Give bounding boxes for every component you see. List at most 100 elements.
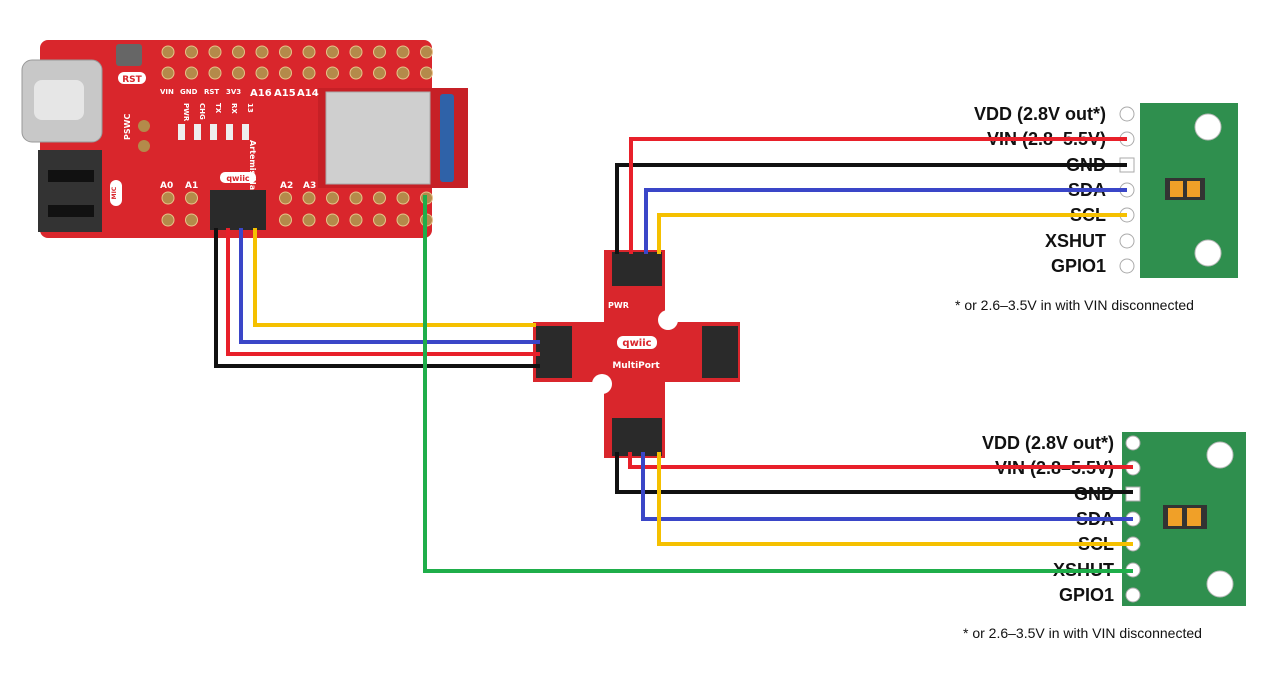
sensor-2-footnote: * or 2.6–3.5V in with VIN disconnected (963, 625, 1202, 641)
led-label: TX (214, 103, 222, 114)
header-pin (396, 213, 410, 227)
pin-pad (1125, 435, 1141, 451)
pin-pad (1125, 587, 1141, 603)
header-pin (161, 66, 175, 80)
connector-left (536, 326, 572, 378)
header-pin (161, 191, 175, 205)
sensor-1-pin-label: VDD (2.8V out*) (974, 104, 1106, 124)
pin-pad (1119, 258, 1135, 274)
sensor-2-pin-label: GPIO1 (1059, 585, 1114, 605)
pin-pad (1119, 233, 1135, 249)
connector-top (612, 252, 662, 286)
pin-label-a15: A15 (274, 88, 296, 99)
header-pin (326, 213, 339, 227)
wire-xshut-s2 (423, 195, 1133, 573)
header-pin (255, 66, 269, 80)
wire-sda-s1 (644, 188, 1127, 254)
header-pins-top (161, 45, 433, 80)
qwiic-logo: qwiic (622, 338, 651, 349)
pin-pad (1119, 106, 1135, 122)
antenna (440, 94, 454, 182)
wire-sda-s2 (641, 452, 1133, 521)
pin-label-a1: A1 (185, 181, 198, 191)
header-pin (420, 45, 433, 59)
header-pin (302, 45, 316, 59)
pin-label-a3: A3 (303, 181, 316, 191)
header-pin (185, 66, 198, 80)
wire-scl-s2 (657, 452, 1133, 546)
wire-gnd-s1 (615, 163, 1127, 254)
led-label: RX (230, 103, 238, 114)
wires (214, 137, 1133, 573)
qwiic-connector (210, 190, 266, 230)
pin-label-rst: RST (204, 88, 219, 96)
board-name: Artemis Nano (248, 140, 257, 202)
mic-label: MIC (111, 186, 118, 199)
wire-gnd-mcu (214, 228, 540, 368)
wire-gnd-s2 (615, 452, 1133, 494)
pin-label-a16: A16 (250, 88, 272, 99)
connector-bottom (612, 418, 662, 456)
pin-label-a14: A14 (297, 88, 319, 99)
wire-vin-s2 (628, 452, 1133, 469)
header-pin (396, 66, 410, 80)
wire-scl-s1 (657, 213, 1127, 254)
header-pin (326, 45, 339, 59)
header-pin (326, 66, 339, 80)
header-pin (396, 45, 410, 59)
header-pin (349, 191, 363, 205)
pin-label-a2: A2 (280, 181, 293, 191)
header-pin (279, 191, 292, 205)
header-pin (302, 191, 316, 205)
led-label: 13 (246, 103, 254, 113)
header-pin (349, 66, 363, 80)
header-pin (161, 45, 175, 59)
header-pin (232, 45, 245, 59)
header-pin (279, 66, 292, 80)
header-pin (208, 45, 222, 59)
rst-label: RST (122, 75, 142, 85)
sensor-2 (1122, 432, 1246, 606)
header-pin (279, 213, 292, 227)
header-pin (373, 213, 386, 227)
qwiic-multiport: PWR qwiic MultiPort (533, 250, 740, 458)
led (194, 124, 201, 140)
sensor-1-pin-label: GPIO1 (1051, 256, 1106, 276)
sensor-1 (1119, 103, 1238, 278)
led-label: PWR (182, 103, 190, 122)
wire-sda-mcu (239, 228, 540, 344)
header-pin (185, 213, 198, 227)
header-pin (373, 191, 386, 205)
module-shield (325, 91, 431, 185)
pin-label-3v3: 3V3 (226, 88, 241, 96)
header-pin (302, 213, 316, 227)
pswc-label: PSWC (123, 114, 132, 140)
header-pin (373, 66, 386, 80)
sensor-1-pin-label: XSHUT (1045, 231, 1106, 251)
wire-vin-mcu (226, 228, 540, 356)
header-pin (232, 66, 245, 80)
sensor-2-pin-label: VDD (2.8V out*) (982, 433, 1114, 453)
wire-scl-mcu (253, 228, 536, 327)
header-pin (302, 66, 316, 80)
header-pin (161, 213, 175, 227)
battery-connector (38, 150, 102, 232)
header-pin (185, 191, 198, 205)
header-pin (349, 213, 363, 227)
header-pin (420, 66, 433, 80)
connector-right (702, 326, 738, 378)
header-pin (326, 191, 339, 205)
led (178, 124, 185, 140)
led (226, 124, 233, 140)
qwiic-logo: qwiic (226, 174, 250, 183)
header-pin (373, 45, 386, 59)
mcu-board: RST VIN GND RST 3V3 A16 A15 A14 A0 A1 A2… (21, 40, 468, 238)
multiport-name: MultiPort (612, 361, 660, 371)
header-pin (279, 45, 292, 59)
sensor-1-footnote: * or 2.6–3.5V in with VIN disconnected (955, 297, 1194, 313)
header-pin (185, 45, 198, 59)
pin-label-gnd: GND (180, 88, 198, 96)
led (242, 124, 249, 140)
led-label: CHG (198, 103, 206, 120)
